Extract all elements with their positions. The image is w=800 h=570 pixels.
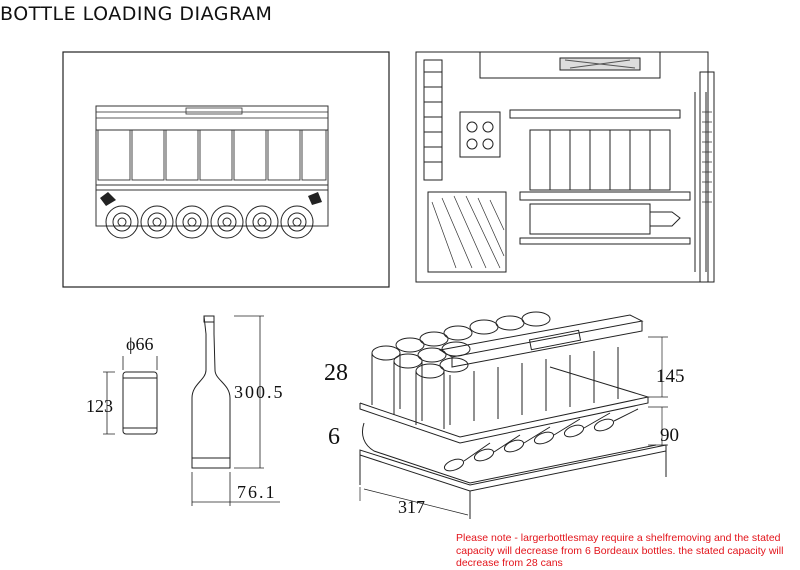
capacity-note: Please note - largerbottlesmay require a…: [456, 532, 784, 569]
shelf-isometric-drawing: [359, 311, 668, 519]
side-view-diagram: [415, 51, 715, 283]
can-diameter-label: ϕ66: [126, 334, 154, 354]
bottles-row-height-label: 90: [660, 425, 679, 446]
can-drawing: [103, 356, 158, 435]
front-view-diagram: [62, 51, 390, 288]
bottles-count-label: 6: [328, 424, 340, 450]
bottle-height-label: 300.5: [234, 382, 285, 402]
page-title: BOTTLE LOADING DIAGRAM: [0, 3, 273, 25]
cans-count-label: 28: [324, 360, 348, 386]
bottle-diameter-label: 76.1: [237, 482, 277, 502]
can-height-label: 123: [86, 396, 113, 416]
shelf-depth-label: 317: [398, 497, 425, 517]
bottle-drawing: [191, 315, 280, 506]
cans-row-height-label: 145: [656, 366, 685, 387]
